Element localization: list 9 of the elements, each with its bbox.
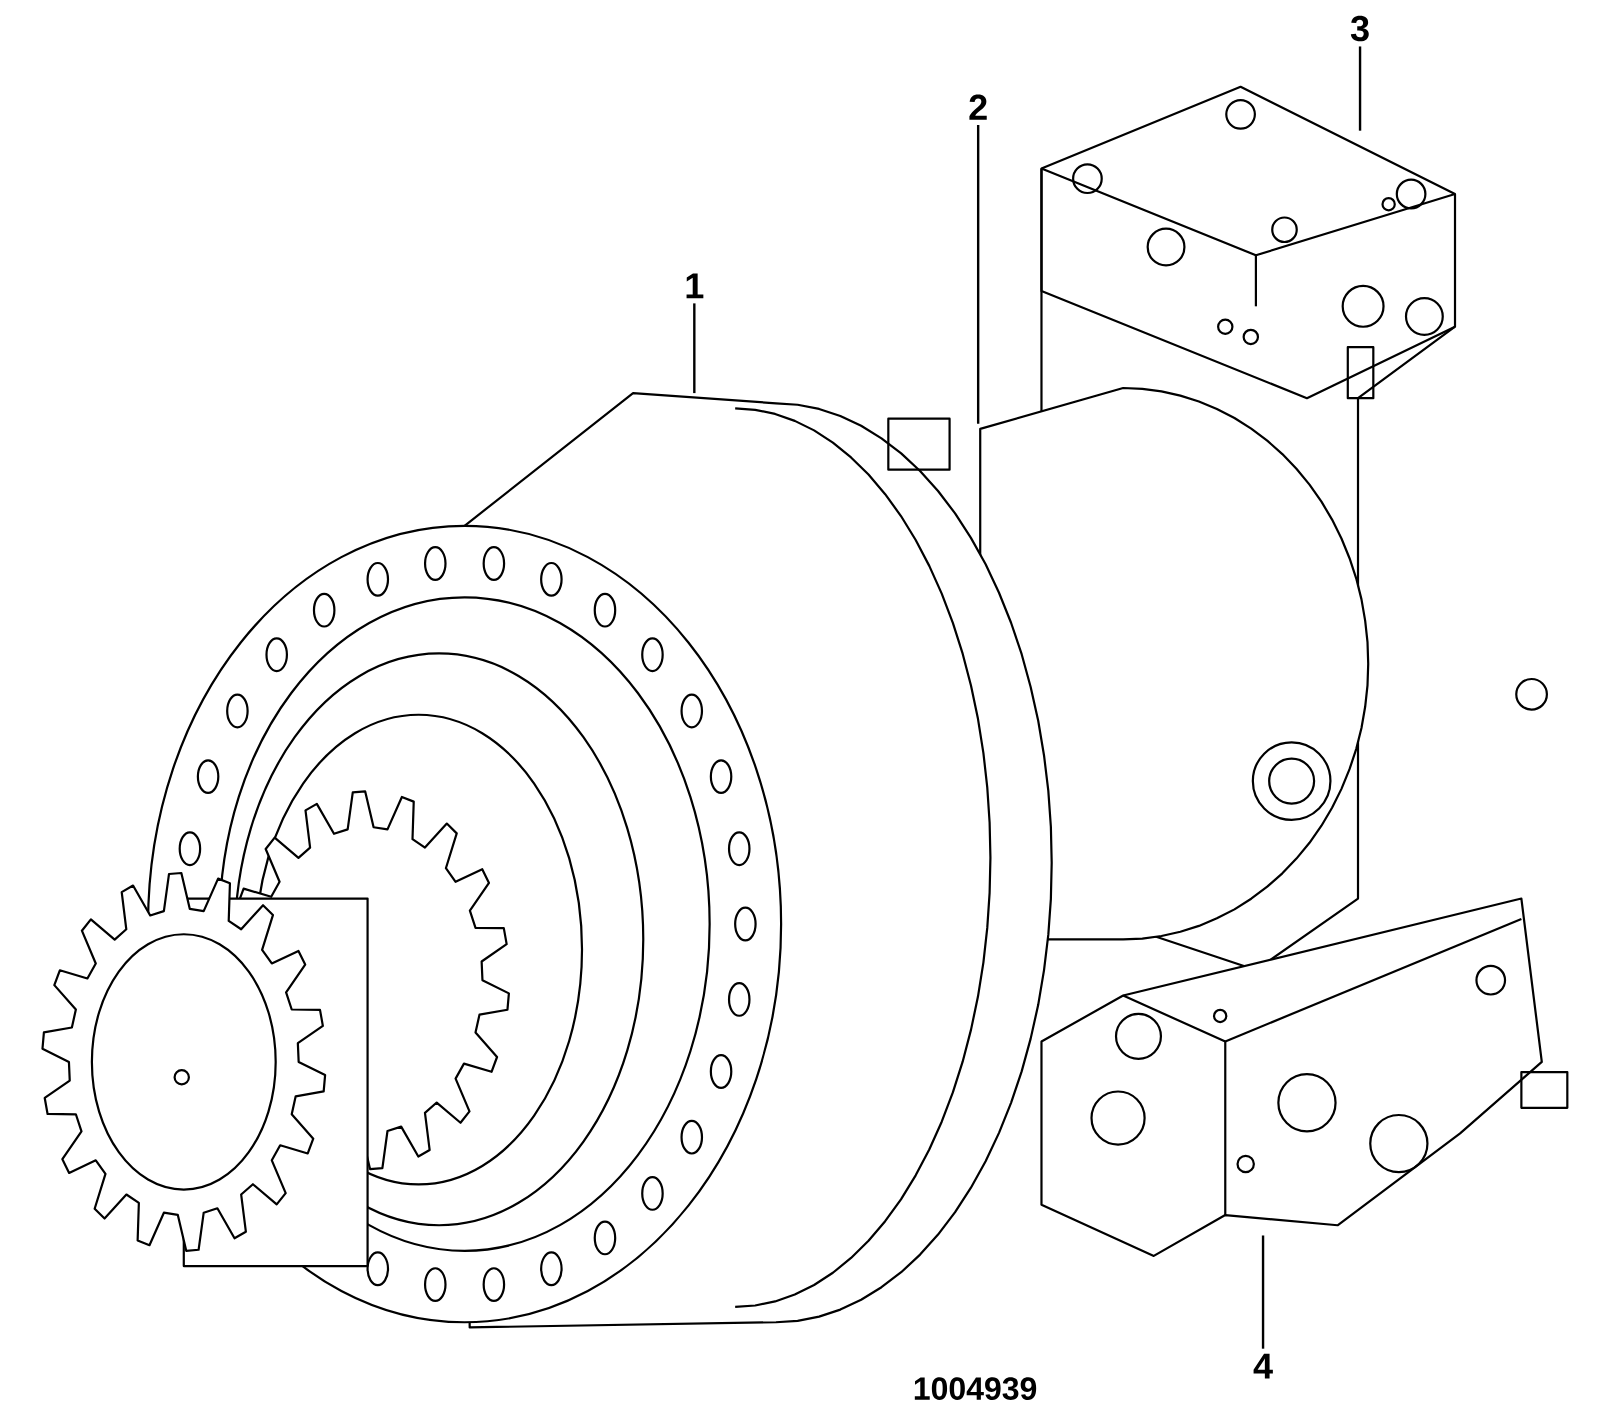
callout-number: 1	[686, 273, 704, 299]
leader-line	[1261, 1235, 1265, 1349]
leader-line	[1358, 46, 1362, 131]
callout-number: 3	[1350, 15, 1369, 42]
leader-line	[693, 303, 696, 393]
callout-number: 2	[969, 94, 987, 120]
callout-number: 4	[1253, 1353, 1273, 1379]
drawing-number: 1004939	[914, 1377, 1037, 1400]
leader-line	[976, 124, 980, 424]
